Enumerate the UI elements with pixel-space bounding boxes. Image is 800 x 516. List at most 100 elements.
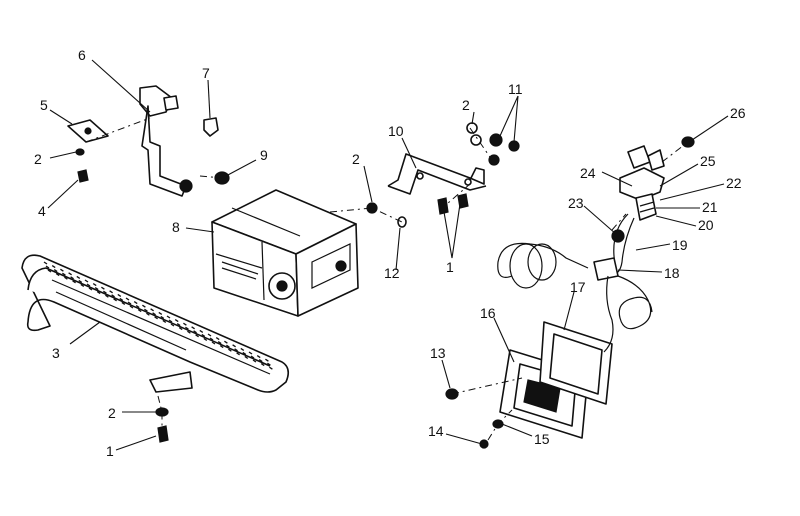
burner-port-mark [240,347,245,351]
callout-2-left: 2 [34,151,42,167]
burner-port-mark [127,301,132,305]
callout-1-lower: 1 [106,443,114,459]
burner-part [21,254,290,393]
burner-port-mark [160,315,165,319]
burner-port-mark [226,344,230,348]
burner-port-mark [209,337,214,341]
burner-port-mark [217,341,222,345]
callout-25: 25 [700,153,716,169]
gas-valve-part [211,189,359,317]
callout-10: 10 [388,123,404,139]
callout-8: 8 [172,219,180,235]
burner-port-mark [248,351,253,355]
burner-port-mark [170,323,175,327]
burner-port-mark [88,287,93,291]
burner-port-mark [72,280,76,284]
callout-2-bracket: 2 [462,97,470,113]
burner-port-mark [105,294,109,298]
burner-port-mark [64,276,68,280]
burner-port-mark [236,352,240,356]
burner-port-mark [129,305,134,309]
burner-port-mark [142,304,146,308]
burner-port-mark [183,322,187,326]
burner-port-mark [117,293,122,297]
callout-26: 26 [730,105,746,121]
burner-port-mark [158,311,163,315]
burner-port-mark [103,290,107,294]
burner-port-mark [201,333,206,337]
callout-14: 14 [428,423,444,439]
burner-port-mark [244,355,249,359]
callout-2-lower: 2 [108,405,116,421]
callout-11: 11 [508,81,523,97]
callout-15: 15 [534,431,550,447]
burner-port-mark [199,329,204,333]
callout-20: 20 [698,217,714,233]
burner-port-mark [121,301,126,305]
burner-port-mark [267,362,271,366]
callout-2-valve: 2 [352,151,360,167]
burner-port-mark [258,359,263,363]
burner-port-mark [94,287,99,291]
burner-port-mark [256,355,261,359]
burner-port-mark [101,286,105,290]
callout-labels: 1 2 3 4 2 5 6 7 8 9 2 12 10 2 1 11 13 14… [34,47,746,459]
leader-lines [47,59,729,451]
burner-port-mark [176,323,181,327]
callout-23: 23 [568,195,584,211]
burner-port-mark [152,312,156,316]
callout-18: 18 [664,265,680,281]
burner-port-mark [113,298,117,302]
burner-port-mark [144,308,148,312]
burner-port-mark [80,283,85,287]
thermocouple-part [497,213,653,353]
burner-port-mark [162,319,167,323]
burner-port-mark [178,327,183,331]
burner-port-mark [92,283,97,287]
burner-port-mark [146,312,150,316]
burner-port-mark [193,330,197,334]
callout-13: 13 [430,345,446,361]
pilot-assembly-part [619,145,665,221]
callout-1-bracket: 1 [446,259,454,275]
callout-22: 22 [726,175,742,191]
burner-port-mark [137,309,142,313]
pilot-bracket-part [67,85,193,197]
burner-port-mark [43,261,48,265]
burner-port-mark [119,297,124,301]
burner-port-mark [207,333,212,337]
burner-port-mark [260,363,265,367]
burner-port-mark [96,291,101,295]
burner-port-mark [68,272,72,276]
burner-port-mark [215,337,220,341]
burner-port-mark [51,265,56,269]
burner-port-mark [168,319,173,323]
burner-port-mark [224,340,228,344]
callout-17: 17 [570,279,586,295]
burner-port-mark [187,330,191,334]
burner-port-mark [84,279,89,283]
callout-24: 24 [580,165,596,181]
part-12 [397,216,407,228]
part-4 [77,169,89,183]
burner-port-mark [265,358,269,362]
burner-port-mark [47,269,52,273]
callout-16: 16 [480,305,496,321]
callout-9: 9 [260,147,268,163]
burner-port-mark [111,294,115,298]
callout-5: 5 [40,97,48,113]
burner-port-mark [174,319,179,323]
burner-port-mark [125,297,130,301]
callout-7: 7 [202,65,210,81]
callout-21: 21 [702,199,718,215]
burner-port-mark [228,348,232,352]
burner-port-mark [203,337,208,341]
burner-port-mark [242,351,247,355]
part-7 [203,117,219,137]
callout-19: 19 [672,237,688,253]
burner-port-mark [232,344,236,348]
access-plate-part [499,321,613,439]
burner-port-mark [60,268,64,272]
part-26 [681,136,695,148]
